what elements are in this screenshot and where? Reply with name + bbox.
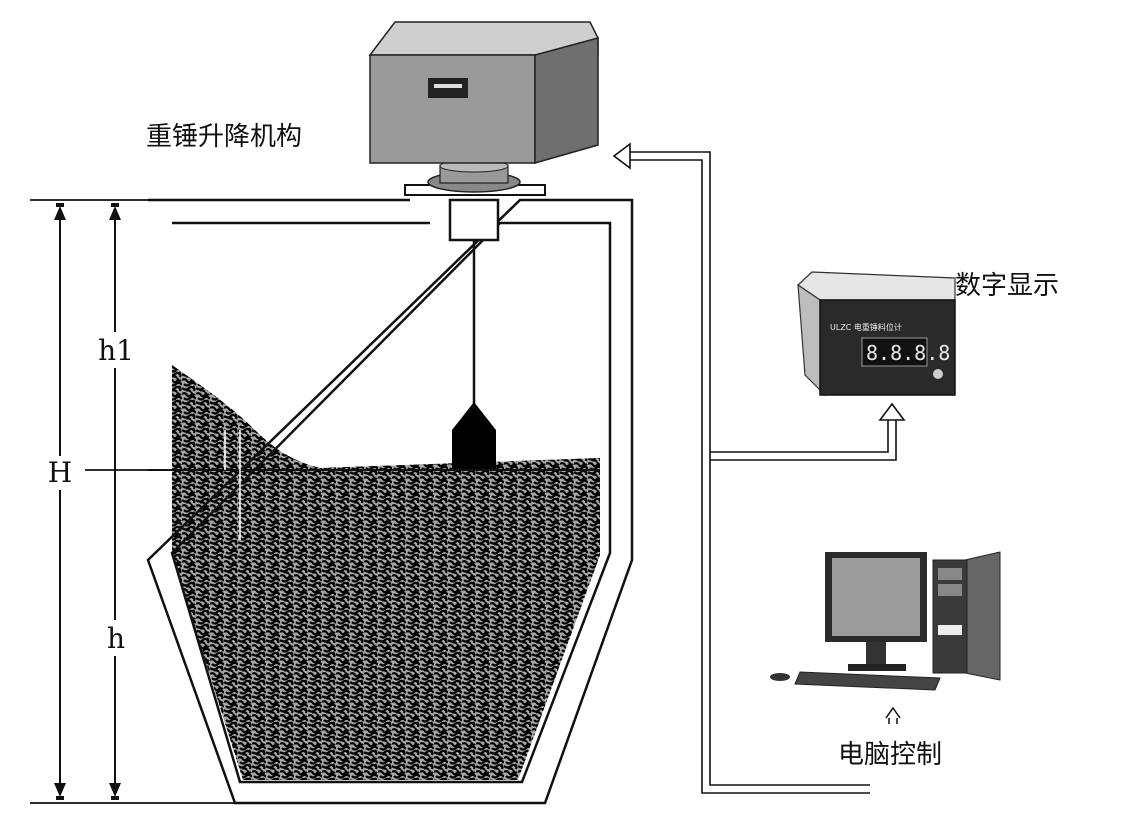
- mouse: [770, 673, 790, 681]
- wire-to-display: [710, 418, 897, 461]
- display-model-text: ULZC 电重锤料位计: [830, 322, 902, 332]
- arrowhead-mechanism: [612, 142, 631, 170]
- display-readout: 8.8.8.8: [866, 341, 950, 365]
- dim-h-bottom-arrow: [109, 783, 121, 797]
- dim-H-bottom-arrow: [54, 783, 66, 797]
- mechanism-box-front: [369, 54, 536, 164]
- dim-label-h: h: [107, 622, 125, 655]
- dim-H-top-arrow: [54, 206, 66, 220]
- arrowhead-computer: [885, 706, 901, 724]
- label-digital-display: 数字显示: [955, 271, 1059, 301]
- digital-display-unit: ULZC 电重锤料位计 8.8.8.8 数字显示: [797, 271, 1059, 397]
- dim-label-h1: h1: [98, 334, 134, 367]
- tower-side: [964, 551, 1001, 681]
- silo-outer-wall: [146, 198, 634, 805]
- display-box-top: [797, 271, 956, 301]
- guide-sleeve: [448, 198, 500, 242]
- label-lift-mechanism: 重锤升降机构: [146, 122, 302, 152]
- label-bg-h1: [96, 332, 136, 368]
- silo-inner-wall: [170, 221, 612, 784]
- monitor-neck: [866, 642, 886, 664]
- material-dense-overlay: [172, 365, 600, 780]
- monitor-screen: [832, 558, 920, 636]
- computer-unit: 电脑控制: [770, 551, 1001, 770]
- dim-h1-top-arrow: [109, 206, 121, 220]
- lift-mechanism-unit: 重锤升降机构: [146, 21, 599, 193]
- monitor-base: [848, 664, 906, 671]
- label-bg-H: [44, 456, 78, 490]
- silo: [146, 184, 634, 805]
- arrowhead-display: [878, 402, 906, 421]
- heavy-hammer-weight: [452, 402, 496, 470]
- label-bg-h: [100, 620, 132, 656]
- arrow-to-mechanism: [630, 151, 870, 794]
- mechanism-box-side: [534, 37, 599, 164]
- display-knob: [933, 369, 943, 379]
- keyboard: [794, 671, 941, 691]
- dim-label-H: H: [48, 456, 72, 489]
- display-digits-window: [861, 337, 928, 367]
- signal-wiring: [612, 142, 906, 794]
- label-computer-control: 电脑控制: [838, 740, 942, 770]
- dimension-lines: H h1 h: [30, 199, 235, 804]
